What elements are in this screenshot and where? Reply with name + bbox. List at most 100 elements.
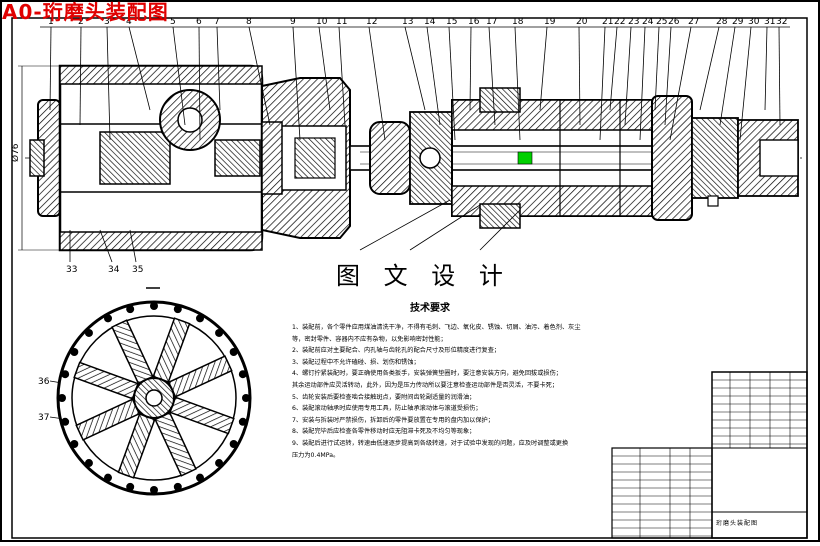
part-number-28: 28: [716, 17, 728, 27]
part-number-25: 25: [656, 17, 667, 27]
leader-line: [198, 26, 201, 141]
leader-line: [409, 204, 481, 251]
part-number-32: 32: [776, 17, 787, 27]
title-block: [611, 371, 808, 539]
leader-line: [79, 26, 82, 126]
leader-line: [624, 26, 632, 126]
part-number-16: 16: [468, 17, 480, 27]
rim-tooth: [126, 305, 135, 314]
rim-tooth: [196, 314, 204, 323]
leader-line: [292, 26, 301, 141]
leader-line: [469, 26, 472, 111]
leader-line: [216, 26, 221, 111]
leader-line: [99, 229, 113, 263]
leader-line: [106, 26, 111, 141]
rim-tooth: [196, 473, 204, 482]
leader-line: [764, 26, 768, 111]
leader-line: [49, 26, 52, 111]
tech-requirement-item: 1、装配前，各个零件应用煤油清洗干净，不得有毛刺、飞边、氧化皮、锈蚀、切屑、油污…: [292, 324, 581, 331]
leader-line: [128, 26, 151, 111]
part-number-15: 15: [446, 17, 457, 27]
tech-requirement-item: 3、装配过程中不允许磕碰、损、划伤和锈蚀；: [292, 358, 420, 366]
leader-line: [599, 26, 606, 141]
rim-tooth: [242, 394, 250, 402]
dimension-label: Ø76: [10, 143, 21, 162]
rim-tooth: [173, 482, 182, 491]
part-number-29: 29: [732, 17, 744, 27]
leader-line: [338, 26, 346, 126]
tech-requirement-item: 6、装配滚动轴承时应使用专用工具，防止轴承滚动体与滚道受损伤；: [292, 405, 482, 413]
rim-tooth: [61, 370, 70, 379]
leader-line: [448, 26, 456, 141]
leader-line: [426, 26, 441, 126]
part-number-11: 11: [336, 17, 347, 27]
watermark-text: 图 文 设 计: [330, 256, 517, 291]
leader-line: [578, 26, 581, 126]
leader-line: [172, 26, 186, 126]
section-view: [56, 287, 252, 496]
rim-tooth: [84, 459, 93, 468]
rim-tooth: [215, 328, 224, 337]
tech-requirement-item: 5、齿轮安装后要检查啮合接触斑点，要附间齿轮副适量的润滑油；: [292, 393, 476, 401]
part-number-22: 22: [614, 17, 625, 27]
leader-line: [368, 26, 386, 141]
part-number-12: 12: [366, 17, 377, 27]
tech-requirement-item: 9、装配后进行试运转，转速由低速逐步提高到各级转速，对于试验中发现的问题，应及时…: [292, 439, 569, 447]
tech-requirement-item: 8、装配完毕后应检查各零件移动时应无阻滞卡死及不均匀等现象；: [292, 428, 476, 436]
leader-line: [318, 26, 331, 111]
leader-line: [654, 26, 660, 111]
rim-tooth: [61, 417, 70, 426]
leader-line: [669, 26, 692, 141]
rim-tooth: [229, 348, 238, 356]
rim-tooth: [173, 305, 182, 314]
leader-line: [129, 229, 137, 263]
leader-line: [488, 26, 496, 126]
rim-tooth: [84, 328, 93, 337]
part-number-23: 23: [628, 17, 639, 27]
part-number-37: 37: [38, 413, 49, 423]
rim-tooth: [238, 370, 247, 379]
part-number-2: 2: [78, 17, 84, 27]
part-number-1: 1: [48, 17, 54, 27]
part-number-35: 35: [132, 265, 143, 275]
part-number-21: 21: [602, 17, 613, 27]
part-number-34: 34: [108, 265, 120, 275]
part-number-26: 26: [668, 17, 680, 27]
drawing-title: A0-珩磨头装配图: [2, 0, 169, 24]
part-number-14: 14: [424, 17, 436, 27]
part-number-9: 9: [290, 17, 296, 27]
part-number-30: 30: [748, 17, 760, 27]
leader-line: [719, 26, 736, 126]
part-number-18: 18: [512, 17, 524, 27]
leader-line: [699, 26, 720, 111]
rim-tooth: [126, 482, 135, 491]
tech-requirement-item: 7、安装与拆装时严禁损伤，拆卸后的零件要放置在专用的盘内加以保护；: [292, 416, 494, 424]
leader-line: [248, 26, 271, 126]
part-number-10: 10: [316, 17, 328, 27]
part-number-36: 36: [38, 377, 50, 387]
inner-frame: [11, 17, 808, 539]
leader-line: [778, 26, 781, 126]
rim-tooth: [104, 314, 112, 323]
part-number-7: 7: [214, 17, 220, 27]
part-number-20: 20: [576, 17, 588, 27]
part-number-8: 8: [246, 17, 252, 27]
rim-tooth: [104, 473, 112, 482]
tech-requirements-heading: 技术要求: [410, 303, 450, 314]
rim-tooth: [70, 440, 79, 448]
leader-line: [609, 26, 618, 111]
tech-requirement-item: 压力为0.4MPa。: [292, 451, 340, 459]
part-number-24: 24: [642, 17, 654, 27]
part-number-33: 33: [66, 265, 77, 275]
rim-tooth: [58, 394, 66, 402]
part-number-4: 4: [126, 17, 132, 27]
rim-tooth: [238, 417, 247, 426]
leader-line: [539, 26, 548, 111]
part-number-31: 31: [764, 17, 775, 27]
part-number-19: 19: [544, 17, 556, 27]
leader-line: [664, 26, 672, 126]
leader-line: [359, 199, 451, 251]
